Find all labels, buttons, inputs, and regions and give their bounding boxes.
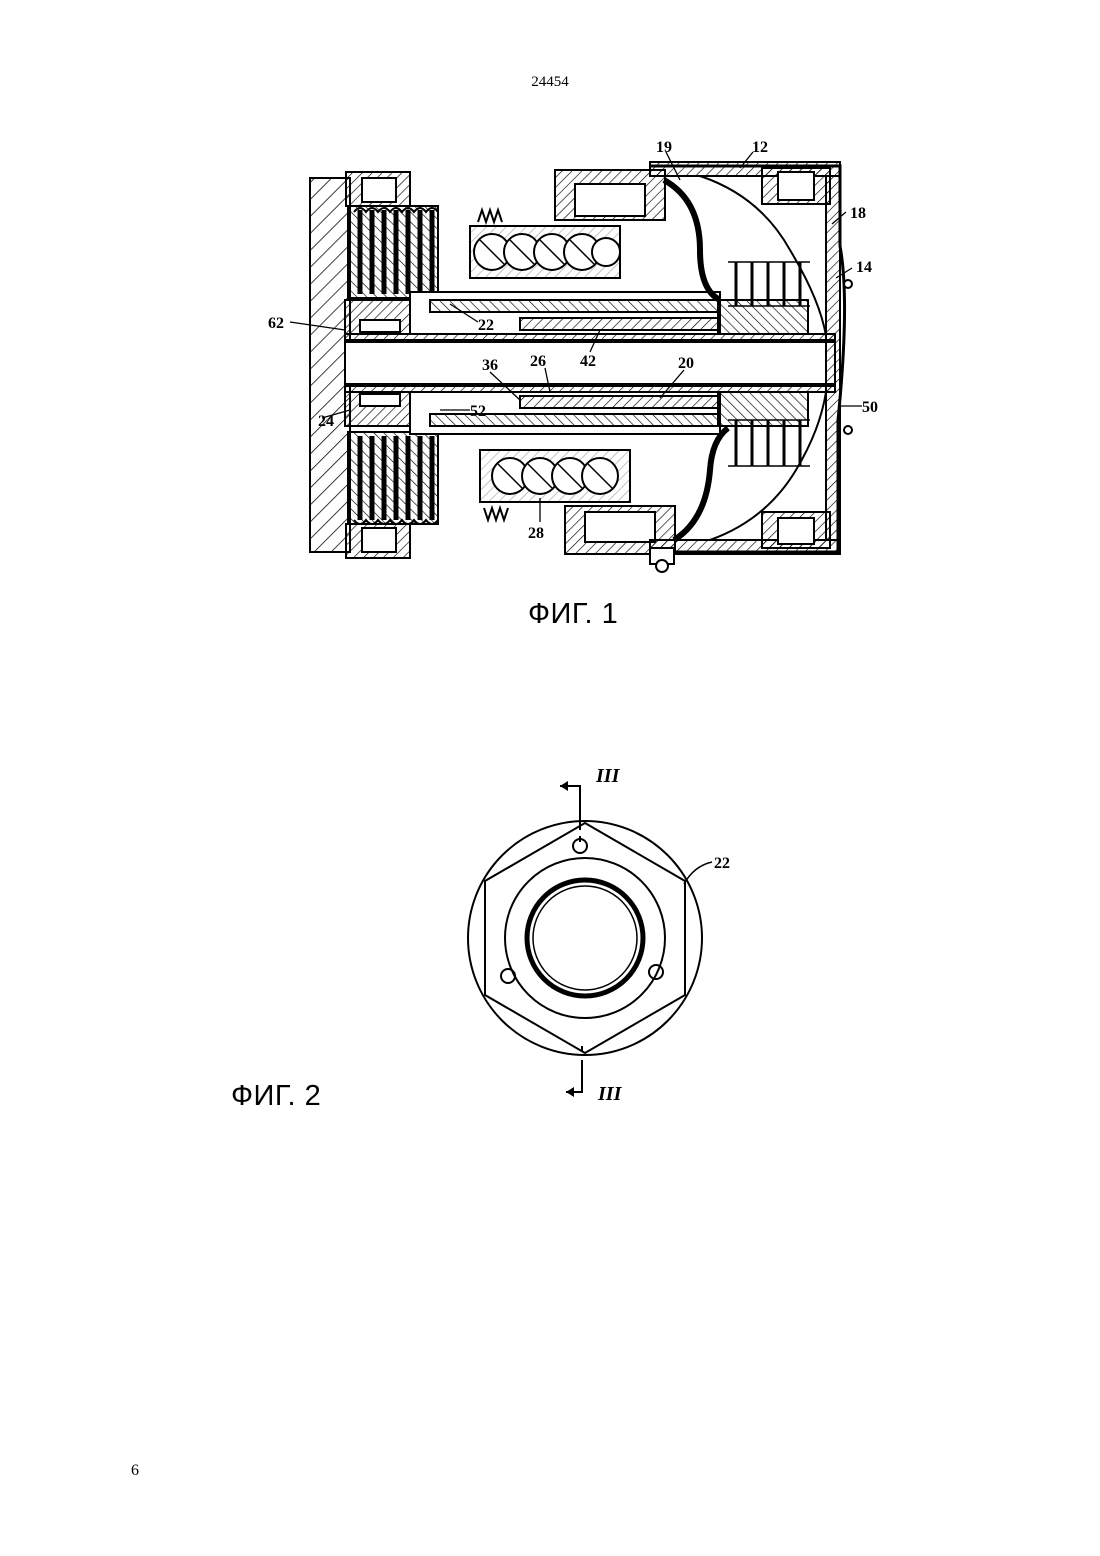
- lower-bellows: [348, 432, 438, 524]
- label-12: 12: [752, 139, 768, 156]
- lower-roller-carriage: [480, 450, 630, 502]
- label-22: 22: [478, 317, 494, 334]
- upper-bellows: [348, 206, 438, 298]
- figure-2-caption: ФИГ. 2: [231, 1080, 321, 1113]
- label-18: 18: [850, 205, 866, 222]
- label-28: 28: [528, 525, 544, 542]
- label-50: 50: [862, 399, 878, 416]
- figure-1-caption: ФИГ. 1: [528, 598, 618, 631]
- fig2-label-22: 22: [714, 855, 730, 872]
- label-52: 52: [470, 403, 486, 420]
- figure-1-drawing: 19 12 18 14 62 22 42 36 26 20 52 24 50 2…: [0, 0, 1100, 600]
- label-42: 42: [580, 353, 596, 370]
- figure-2-drawing: 22 III III: [0, 750, 1100, 1150]
- label-14: 14: [856, 259, 872, 276]
- page-number: 6: [131, 1462, 139, 1480]
- label-20: 20: [678, 355, 694, 372]
- section-label-top: III: [595, 765, 621, 787]
- label-24: 24: [318, 413, 334, 430]
- label-26: 26: [530, 353, 546, 370]
- label-19: 19: [656, 139, 672, 156]
- bolt-hole: [501, 969, 515, 983]
- upper-roller-carriage: [470, 226, 620, 278]
- outer-flange-circle: [468, 821, 702, 1055]
- label-62: 62: [268, 315, 284, 332]
- label-36: 36: [482, 357, 498, 374]
- section-label-bottom: III: [597, 1083, 623, 1105]
